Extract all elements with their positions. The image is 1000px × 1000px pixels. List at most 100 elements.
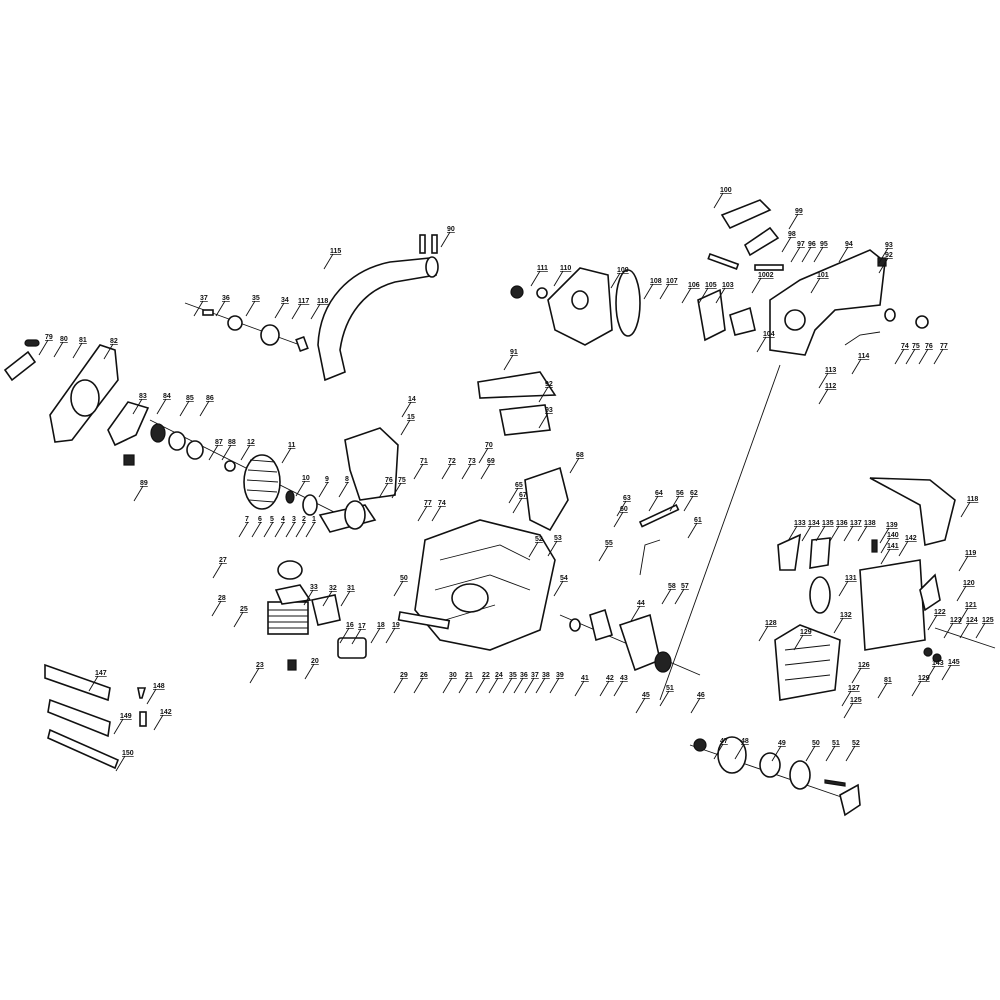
- part-label: 25: [240, 606, 248, 613]
- part-label: 15: [407, 414, 415, 421]
- leader-line: [815, 525, 826, 542]
- leader-line: [818, 388, 829, 405]
- part-label: 85: [186, 395, 194, 402]
- part-label: 148: [153, 683, 165, 690]
- part-label: 55: [605, 540, 613, 547]
- leader-line: [599, 680, 610, 697]
- part-label: 2: [302, 516, 306, 523]
- part-label: 70: [485, 442, 493, 449]
- part-label: 43: [620, 675, 628, 682]
- part-label: 21: [465, 672, 473, 679]
- leader-line: [508, 487, 519, 504]
- clutch-parts: [149, 419, 341, 516]
- leader-line: [304, 663, 315, 680]
- leader-line: [538, 412, 549, 429]
- gasket: [499, 404, 551, 436]
- part-label: 3: [292, 516, 296, 523]
- part-label: 134: [808, 520, 820, 527]
- leader-line: [943, 622, 954, 639]
- part-label: 37: [531, 672, 539, 679]
- part-label: 98: [788, 231, 796, 238]
- leader-line: [72, 342, 83, 359]
- part-label: 16: [346, 622, 354, 629]
- part-label: 96: [808, 241, 816, 248]
- part-label: 22: [482, 672, 490, 679]
- part-label: 23: [256, 662, 264, 669]
- leader-line: [274, 302, 285, 319]
- leader-line: [322, 590, 333, 607]
- leader-line: [894, 348, 905, 365]
- leader-line: [199, 400, 210, 417]
- bar-and-chain: [44, 663, 147, 770]
- leader-line: [549, 677, 560, 694]
- leader-line: [793, 634, 804, 651]
- part-label: 36: [222, 295, 230, 302]
- part-label: 100: [720, 187, 732, 194]
- leader-line: [958, 607, 969, 624]
- part-label: 62: [690, 490, 698, 497]
- leader-line: [146, 688, 157, 705]
- part-label: 142: [160, 709, 172, 716]
- part-label: 48: [741, 738, 749, 745]
- leader-line: [788, 213, 799, 230]
- part-label: 118: [317, 298, 328, 305]
- part-label: 105: [705, 282, 717, 289]
- part-label: 104: [763, 331, 775, 338]
- leader-line: [669, 495, 680, 512]
- leader-line: [305, 521, 316, 538]
- leader-line: [598, 545, 609, 562]
- part-label: 133: [794, 520, 806, 527]
- leader-line: [340, 590, 351, 607]
- part-label: 19: [392, 622, 400, 629]
- leader-line: [927, 614, 938, 631]
- part-label: 10: [302, 475, 310, 482]
- part-label: 99: [795, 208, 803, 215]
- rear-handle: [707, 199, 929, 356]
- part-label: 8: [345, 476, 349, 483]
- part-label: 113: [825, 367, 836, 374]
- leader-line: [391, 482, 402, 499]
- part-label: 1: [312, 516, 316, 523]
- leader-line: [941, 664, 952, 681]
- part-label: 126: [858, 662, 870, 669]
- leader-line: [263, 521, 274, 538]
- leader-line: [553, 270, 564, 287]
- leader-line: [249, 667, 260, 684]
- wrench: [137, 687, 147, 699]
- leader-line: [648, 495, 659, 512]
- part-label: 69: [487, 458, 495, 465]
- part-label: 83: [139, 393, 147, 400]
- part-label: 73: [468, 458, 476, 465]
- leader-line: [698, 287, 709, 304]
- part-label: 115: [330, 248, 341, 255]
- leader-line: [829, 525, 840, 542]
- handle-mount-parts: [184, 302, 309, 353]
- part-label: 4: [281, 516, 285, 523]
- part-label: 51: [666, 685, 674, 692]
- crankcase-cover: [344, 427, 399, 501]
- part-label: 9: [325, 476, 329, 483]
- part-label: 82: [110, 338, 118, 345]
- part-label: 65: [515, 482, 523, 489]
- part-label: 101: [817, 272, 829, 279]
- part-label: 20: [311, 658, 319, 665]
- leader-line: [417, 505, 428, 522]
- part-label: 6: [258, 516, 262, 523]
- part-label: 32: [329, 585, 337, 592]
- leader-line: [878, 247, 889, 264]
- leader-line: [133, 485, 144, 502]
- leader-line: [475, 677, 486, 694]
- part-label: 75: [398, 477, 406, 484]
- cylinder: [267, 560, 312, 671]
- part-label: 71: [420, 458, 428, 465]
- leader-line: [251, 521, 262, 538]
- part-label: 49: [778, 740, 786, 747]
- part-label: 52: [535, 536, 543, 543]
- guide-bar: [47, 728, 120, 770]
- leader-line: [240, 444, 251, 461]
- leader-line: [291, 303, 302, 320]
- part-label: 124: [966, 617, 978, 624]
- leader-line: [208, 444, 219, 461]
- leader-line: [370, 627, 381, 644]
